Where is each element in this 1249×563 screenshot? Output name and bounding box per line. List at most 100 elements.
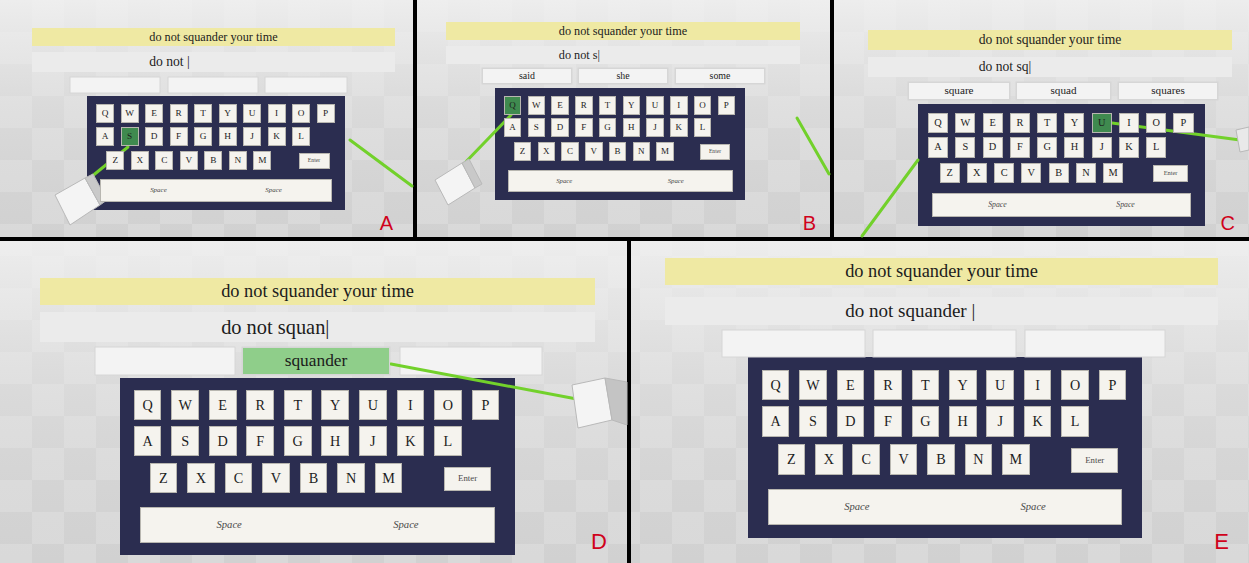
letter-key-text: N: [1082, 168, 1089, 178]
panel-letter: E: [1214, 531, 1229, 553]
letter-key-text: H: [224, 132, 231, 141]
screenshot-panel: Bdo not squander your timedo not s|saids…: [417, 0, 830, 237]
letter-key: H: [949, 406, 977, 437]
letter-key: Q: [134, 390, 162, 420]
letter-key: Z: [106, 151, 124, 170]
enter-key-text: Enter: [308, 158, 320, 164]
letter-key-text: L: [1071, 414, 1080, 428]
letter-key: J: [986, 406, 1014, 437]
enter-key: Enter: [1071, 448, 1118, 473]
letter-key-text: D: [151, 132, 158, 141]
letter-key: L: [1146, 137, 1166, 158]
letter-key: S: [799, 406, 827, 437]
typed-text-field: do not sq|: [868, 57, 1232, 77]
letter-key: E: [837, 370, 865, 401]
letter-key: Y: [321, 390, 349, 420]
letter-key-text: V: [591, 147, 598, 156]
letter-key-text: R: [883, 378, 892, 392]
letter-key-text: X: [196, 471, 206, 485]
target-phrase-bar: do not squander your time: [868, 30, 1232, 50]
letter-key: Z: [514, 142, 532, 161]
letter-key-text: Q: [934, 118, 941, 128]
letter-key-text: Z: [113, 156, 119, 165]
letter-key: K: [397, 426, 425, 456]
letter-key: Z: [940, 163, 960, 184]
space-bar-text: Space: [265, 187, 282, 194]
letter-key: M: [656, 142, 674, 161]
letter-key-text: Y: [1071, 118, 1078, 128]
controller-cube: [462, 159, 482, 188]
letter-key: N: [337, 463, 365, 493]
letter-key-text: I: [677, 101, 680, 110]
typed-text-field: do not squan|: [40, 312, 595, 342]
letter-key-text: E: [989, 118, 995, 128]
letter-key-text: C: [861, 452, 870, 466]
letter-key-text: K: [273, 132, 280, 141]
sky-fade: [0, 0, 413, 237]
letter-key: K: [1024, 406, 1052, 437]
letter-key-text: T: [921, 378, 930, 392]
letter-key: H: [321, 426, 349, 456]
letter-key: Y: [623, 96, 641, 115]
letter-key-text: H: [628, 123, 635, 132]
sky-fade: [0, 241, 627, 563]
sky-fade: [834, 0, 1249, 237]
letter-key: V: [585, 142, 603, 161]
letter-key-text: A: [934, 142, 941, 152]
panel-letter: B: [803, 213, 816, 233]
target-phrase-bar-text: do not squander your time: [149, 31, 277, 43]
space-bar-text: Space: [556, 178, 572, 185]
letter-key: T: [1037, 113, 1057, 134]
letter-key-text: Q: [102, 109, 109, 118]
target-phrase-bar: do not squander your time: [446, 22, 800, 40]
letter-key: N: [965, 444, 993, 475]
letter-key: Q: [504, 96, 522, 115]
letter-key: W: [955, 113, 975, 134]
letter-key-text: W: [532, 101, 541, 110]
letter-key-text: V: [898, 452, 908, 466]
typed-text-field-text: do not squander |: [845, 301, 975, 320]
letter-key-text: J: [250, 132, 254, 141]
letter-key: W: [528, 96, 546, 115]
letter-key: R: [246, 390, 274, 420]
letter-key-text: T: [605, 101, 611, 110]
letter-key: X: [815, 444, 843, 475]
letter-key-text: P: [481, 398, 489, 412]
letter-key: B: [204, 151, 222, 170]
letter-key-text: H: [330, 434, 340, 448]
letter-key-text: F: [581, 123, 586, 132]
panel-letter: D: [591, 531, 607, 553]
letter-key: O: [292, 104, 310, 123]
letter-key: G: [284, 426, 312, 456]
suggestion-slot: [908, 82, 1010, 100]
letter-key: M: [375, 463, 403, 493]
letter-key: I: [268, 104, 286, 123]
letter-key-text: G: [920, 414, 930, 428]
enter-key: Enter: [299, 153, 330, 169]
keyboard-board: [495, 88, 745, 200]
letter-key: Q: [928, 113, 948, 134]
letter-key-text: X: [973, 168, 980, 178]
letter-key-text: B: [210, 156, 216, 165]
letter-key-text: F: [884, 414, 892, 428]
letter-key-text: U: [249, 109, 256, 118]
letter-key-text: W: [806, 378, 819, 392]
letter-key-text: C: [1001, 168, 1008, 178]
target-phrase-bar: do not squander your time: [32, 28, 395, 46]
letter-key: E: [551, 96, 569, 115]
letter-key-text: K: [405, 434, 415, 448]
word-suggestion: squad: [1016, 82, 1111, 100]
panel-ground: [834, 0, 1249, 237]
letter-key: J: [1092, 137, 1112, 158]
word-suggestion-text: squander: [285, 352, 348, 369]
letter-key: H: [1064, 137, 1084, 158]
letter-key: H: [623, 118, 641, 137]
suggestion-slot: [1016, 82, 1111, 100]
word-suggestion: squander: [242, 347, 390, 375]
letter-key: G: [912, 406, 940, 437]
letter-key-text: K: [1125, 142, 1132, 152]
letter-key-text: F: [176, 132, 181, 141]
letter-key-text: Q: [509, 101, 516, 110]
letter-key-text: F: [256, 434, 264, 448]
letter-key-text: N: [235, 156, 242, 165]
